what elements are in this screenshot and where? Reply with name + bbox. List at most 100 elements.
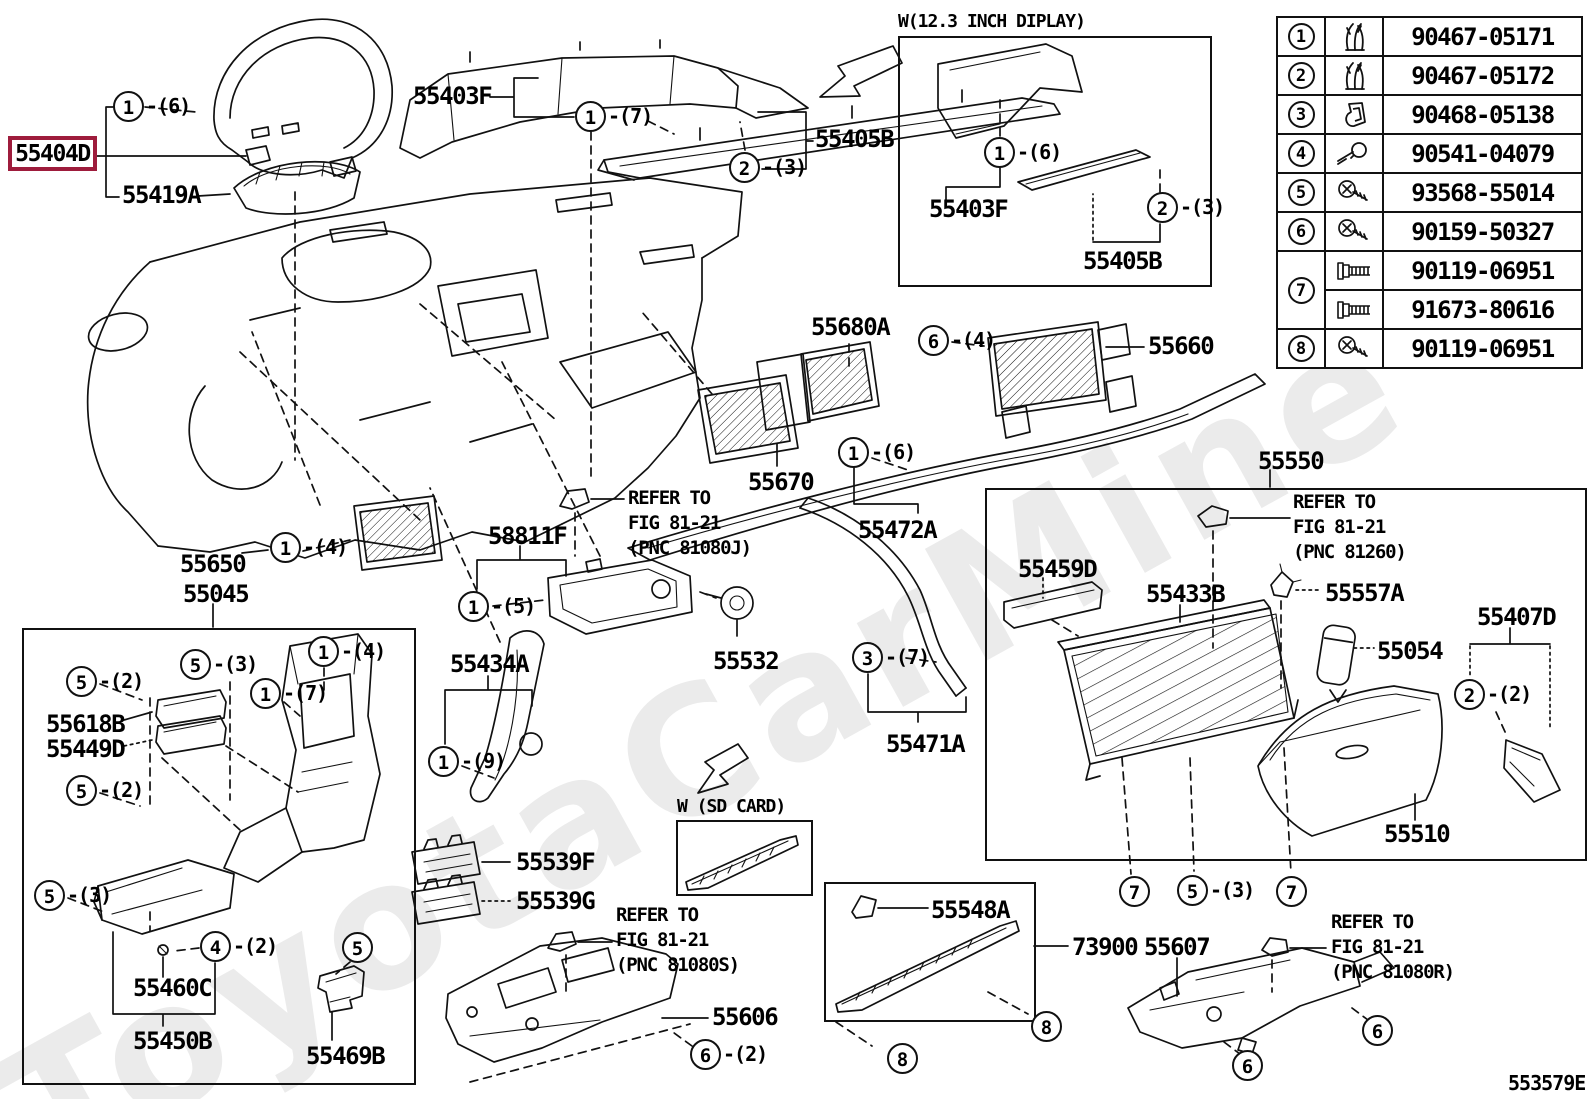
part-label-55539f[interactable]: 55539F [516,848,596,876]
callout-5x3-glove: 5-(3) [1177,874,1255,906]
sd-inset-title: W (SD CARD) [677,796,786,817]
fastener-part-number[interactable]: 90159-50327 [1382,211,1583,252]
part-label-55510[interactable]: 55510 [1384,820,1451,848]
part-label-55532[interactable]: 55532 [713,647,780,675]
glove-box-parts [1003,505,1561,875]
part-label-55548a[interactable]: 55548A [931,896,1011,924]
fastener-number: 5 [1287,179,1315,206]
part-label-55606[interactable]: 55606 [712,1003,779,1031]
part-label-55404d[interactable]: 55404D [15,140,91,167]
part-label-55419a[interactable]: 55419A [122,181,202,209]
part-label-55405b[interactable]: 55405B [815,125,895,153]
part-label-55045[interactable]: 55045 [183,580,250,608]
bolt-icon [1337,261,1371,280]
callout-1x5-tray: 1-(5) [458,590,536,622]
part-label-55403f[interactable]: 55403F [413,82,493,110]
center-register-sketch [951,321,1145,439]
callout-1x6-garnish: 1-(6) [838,436,916,468]
lower-register-sketch [241,495,443,571]
part-label-55054[interactable]: 55054 [1377,637,1444,665]
display-inset-title: W(12.3 INCH DIPLAY) [898,11,1086,32]
screw-icon [1338,179,1368,201]
fastener-table: 1 90467-05171 2 90467-05172 3 90468-0513… [1276,16,1583,369]
refer-note-81080r: REFER TO FIG 81-21 (PNC 81080R) [1331,911,1455,983]
part-label-58811f[interactable]: 58811F [488,522,568,550]
fastener-part-number[interactable]: 90541-04079 [1382,133,1583,174]
clamp-icon [1345,101,1366,127]
callout-8-right: 8 [1031,1011,1064,1042]
fastener-number: 3 [1287,101,1315,128]
fastener-part-number[interactable]: 90467-05172 [1382,55,1583,96]
defroster-garnish-sketch [399,39,809,159]
callout-5x3-bezel: 5-(3) [180,648,258,680]
sd-inset-parts [685,743,799,891]
part-label-55680a[interactable]: 55680A [811,313,891,341]
callout-6x4-register: 6-(4) [918,324,996,356]
clip-icon [1345,22,1365,51]
fastener-part-number[interactable]: 90119-06951 [1382,328,1583,369]
part-label-55433b[interactable]: 55433B [1146,580,1226,608]
fastener-part-number[interactable]: 91673-80616 [1382,289,1583,330]
callout-6-left: 6 [1232,1050,1265,1081]
table-row: 4 90541-04079 [1276,133,1583,174]
part-label-55472a[interactable]: 55472A [858,516,938,544]
callout-1x6-inset: 1-(6) [984,136,1062,168]
highlighted-part-box: 55404D [8,136,97,171]
callout-6x2-cover: 6-(2) [690,1038,768,1070]
pillar-garnish-sketch [444,630,545,803]
callout-1x4-trim: 1-(4) [308,635,386,667]
part-label-55403f-inset[interactable]: 55403F [929,195,1009,223]
callout-5x2-bezel: 5-(2) [66,665,144,697]
part-label-55460c[interactable]: 55460C [133,974,213,1002]
part-label-55449d[interactable]: 55449D [46,735,126,763]
weatherstrip-sketch [799,497,967,723]
callout-5x3-lower: 5-(3) [34,879,112,911]
under-cover-sketch [445,931,709,1083]
part-label-55660[interactable]: 55660 [1148,332,1215,360]
part-label-55459d[interactable]: 55459D [1018,555,1098,583]
part-label-73900[interactable]: 73900 [1072,933,1139,961]
refer-note-81080j: REFER TO FIG 81-21 (PNC 81080J) [628,487,752,559]
fastener-number: 6 [1287,218,1315,245]
callout-5-bracket: 5 [342,932,375,963]
fastener-part-number[interactable]: 90468-05138 [1382,94,1583,135]
side-register-sketch [697,341,880,467]
part-label-55434a[interactable]: 55434A [450,650,530,678]
clip-icon [1345,61,1365,90]
cluster-bezel-sketch [233,161,361,215]
part-label-55471a[interactable]: 55471A [886,730,966,758]
bolt-icon [1337,300,1371,319]
console-inset-box [22,628,416,1085]
table-row: 6 90159-50327 [1276,211,1583,252]
arrow-sd [697,743,749,794]
part-label-55407d[interactable]: 55407D [1477,603,1557,631]
sill-strip-parts [835,895,1069,1047]
table-row: 1 90467-05171 [1276,16,1583,57]
clip-pair-sketch [411,834,511,925]
fastener-part-number[interactable]: 93568-55014 [1382,172,1583,213]
refer-note-81080s: REFER TO FIG 81-21 (PNC 81080S) [616,904,740,976]
glove-inset-box [985,488,1587,861]
part-label-55607[interactable]: 55607 [1144,933,1211,961]
fastener-number: 4 [1287,140,1315,167]
refer-note-81260: REFER TO FIG 81-21 (PNC 81260) [1293,491,1407,563]
part-label-55405b-inset[interactable]: 55405B [1083,247,1163,275]
lower-cover-right-sketch [1127,937,1395,1055]
part-label-55550[interactable]: 55550 [1258,447,1325,475]
table-row: 3 90468-05138 [1276,94,1583,135]
part-label-55650[interactable]: 55650 [180,550,247,578]
part-label-55450b[interactable]: 55450B [133,1027,213,1055]
screw-icon [1338,218,1368,240]
part-label-55618b[interactable]: 55618B [46,710,126,738]
part-label-55539g[interactable]: 55539G [516,887,596,915]
figure-code: 553579E [1508,1071,1586,1095]
part-label-55469b[interactable]: 55469B [306,1042,386,1070]
fastener-number: 1 [1287,23,1315,50]
part-label-55670[interactable]: 55670 [748,468,815,496]
fastener-part-number[interactable]: 90467-05171 [1382,16,1583,57]
part-label-55557a[interactable]: 55557A [1325,579,1405,607]
callout-2x3-inset: 2-(3) [1147,191,1225,223]
display-inset-parts [937,43,1161,243]
fastener-part-number[interactable]: 90119-06951 [1382,250,1583,291]
callout-5x2-lower: 5-(2) [66,774,144,806]
